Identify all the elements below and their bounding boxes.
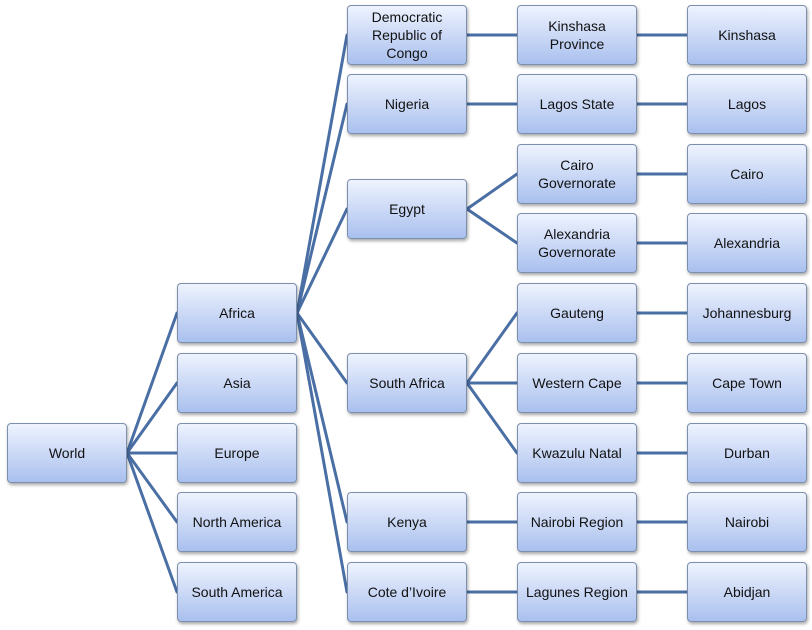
node-alexandria-governorate: Alexandria Governorate bbox=[517, 213, 637, 273]
node-world: World bbox=[7, 423, 127, 483]
node-nigeria: Nigeria bbox=[347, 74, 467, 134]
node-kinshasa: Kinshasa bbox=[687, 5, 807, 65]
node-south-america: South America bbox=[177, 562, 297, 622]
node-nairobi: Nairobi bbox=[687, 492, 807, 552]
node-cairo: Cairo bbox=[687, 144, 807, 204]
node-kwazulu-natal: Kwazulu Natal bbox=[517, 423, 637, 483]
node-lagos-state: Lagos State bbox=[517, 74, 637, 134]
node-europe: Europe bbox=[177, 423, 297, 483]
node-kinshasa-province: Kinshasa Province bbox=[517, 5, 637, 65]
node-dr-congo: Democratic Republic of Congo bbox=[347, 5, 467, 65]
node-cairo-governorate: Cairo Governorate bbox=[517, 144, 637, 204]
node-gauteng: Gauteng bbox=[517, 283, 637, 343]
node-alexandria: Alexandria bbox=[687, 213, 807, 273]
node-johannesburg: Johannesburg bbox=[687, 283, 807, 343]
node-asia: Asia bbox=[177, 353, 297, 413]
node-south-africa: South Africa bbox=[347, 353, 467, 413]
node-lagunes-region: Lagunes Region bbox=[517, 562, 637, 622]
node-north-america: North America bbox=[177, 492, 297, 552]
node-africa: Africa bbox=[177, 283, 297, 343]
node-western-cape: Western Cape bbox=[517, 353, 637, 413]
node-nairobi-region: Nairobi Region bbox=[517, 492, 637, 552]
node-abidjan: Abidjan bbox=[687, 562, 807, 622]
node-egypt: Egypt bbox=[347, 179, 467, 239]
node-durban: Durban bbox=[687, 423, 807, 483]
node-lagos: Lagos bbox=[687, 74, 807, 134]
node-cape-town: Cape Town bbox=[687, 353, 807, 413]
node-kenya: Kenya bbox=[347, 492, 467, 552]
node-cote-divoire: Cote d’Ivoire bbox=[347, 562, 467, 622]
